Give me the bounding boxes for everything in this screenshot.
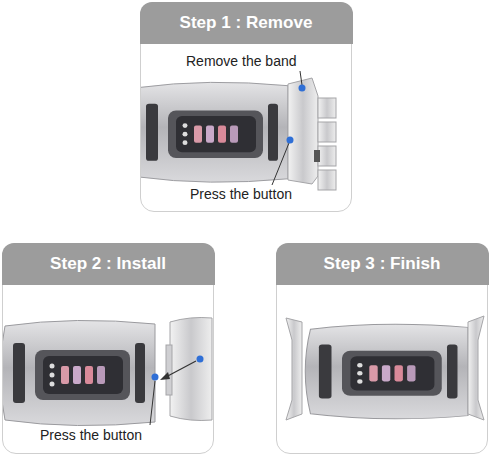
step-heading: Step 3 : Finish (276, 243, 489, 285)
step-heading: Step 2 : Install (2, 243, 215, 285)
step-panel: Step 3 : Finish (276, 243, 488, 454)
step-panel: Step 2 : Install (2, 243, 214, 454)
step-panel: Step 1 : Remove (140, 2, 352, 212)
step-heading: Step 1 : Remove (140, 2, 353, 44)
callout-label: Press the button (188, 186, 294, 203)
callout-label: Remove the band (184, 53, 299, 70)
callout-label: Press the button (38, 427, 144, 444)
